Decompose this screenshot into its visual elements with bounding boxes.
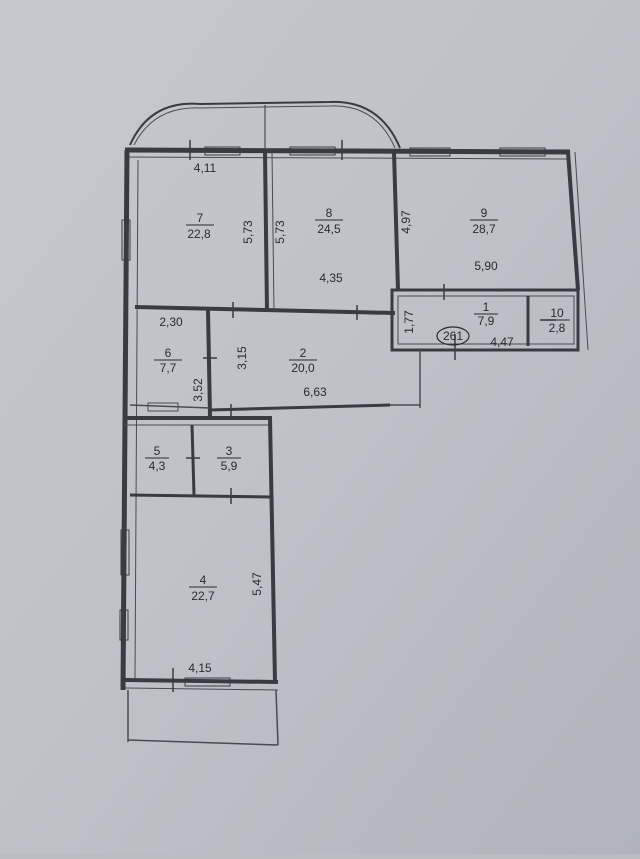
room-2-label: 2 20,0 xyxy=(289,346,317,375)
dim-4-97: 4,97 xyxy=(399,210,413,234)
dim-1-77: 1,77 xyxy=(402,310,416,334)
dim-5-73-b: 5,73 xyxy=(273,220,287,244)
room-9-number: 9 xyxy=(481,206,488,220)
room-2-area: 20,0 xyxy=(291,361,315,375)
dim-4-47: 4,47 xyxy=(490,335,514,349)
room-labels: 7 22,8 8 24,5 9 28,7 1 7,9 10 2,8 6 7,7 xyxy=(145,206,570,603)
top-balcony xyxy=(129,100,401,149)
apartment-number-badge: 261 xyxy=(436,326,470,346)
room-5-label: 5 4,3 xyxy=(145,444,169,473)
room-4-label: 4 22,7 xyxy=(189,573,217,603)
room-8-label: 8 24,5 xyxy=(315,206,343,236)
dim-6-63: 6,63 xyxy=(303,385,327,399)
interior-walls xyxy=(124,151,580,683)
room-10-number: 10 xyxy=(550,306,564,320)
room-9-label: 9 28,7 xyxy=(470,206,498,236)
room-5-area: 4,3 xyxy=(149,459,166,473)
dimension-labels: 4,11 5,73 5,73 4,97 4,35 5,90 2,30 1,77 … xyxy=(159,161,514,675)
dim-5-73-a: 5,73 xyxy=(241,220,255,244)
room-7-area: 22,8 xyxy=(187,227,211,241)
dim-3-15: 3,15 xyxy=(235,346,249,370)
room-6-area: 7,7 xyxy=(160,361,177,375)
room-1-label: 1 7,9 xyxy=(474,300,498,328)
room-10-label: 10 2,8 xyxy=(544,306,570,335)
dim-4-11: 4,11 xyxy=(194,161,217,175)
dim-2-30: 2,30 xyxy=(159,315,183,329)
room-3-area: 5,9 xyxy=(221,459,238,473)
room-8-area: 24,5 xyxy=(317,222,341,236)
room-3-number: 3 xyxy=(226,444,233,458)
room-9-area: 28,7 xyxy=(472,222,496,236)
dim-4-15: 4,15 xyxy=(188,661,212,675)
room-3-label: 3 5,9 xyxy=(217,444,241,473)
dim-3-52: 3,52 xyxy=(191,378,205,402)
room-8-number: 8 xyxy=(326,206,333,220)
room-1-number: 1 xyxy=(483,300,490,314)
room-4-number: 4 xyxy=(200,573,207,587)
dim-5-47: 5,47 xyxy=(250,572,264,596)
dim-4-35: 4,35 xyxy=(319,271,343,285)
room-6-label: 6 7,7 xyxy=(154,346,182,375)
room-7-label: 7 22,8 xyxy=(186,211,214,241)
room-6-number: 6 xyxy=(165,346,172,360)
room-5-number: 5 xyxy=(154,444,161,458)
room-7-number: 7 xyxy=(197,211,204,225)
room-10-area: 2,8 xyxy=(549,321,566,335)
room-1-area: 7,9 xyxy=(478,314,495,328)
windows xyxy=(119,146,546,687)
apartment-number: 261 xyxy=(443,329,463,343)
room-4-area: 22,7 xyxy=(191,589,215,603)
room-2-number: 2 xyxy=(300,346,307,360)
dim-5-90: 5,90 xyxy=(474,259,498,273)
